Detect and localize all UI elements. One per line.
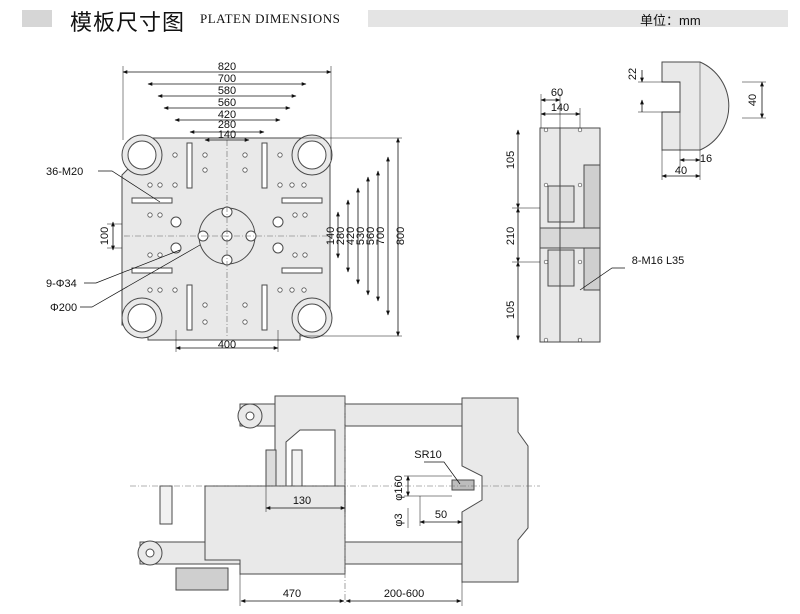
dim-detail-40-v: 40	[747, 94, 759, 106]
dim-v-100: 100	[99, 227, 111, 245]
side-dimension-labels: 60 140 105 210 105 8-M16 L35	[505, 87, 684, 319]
dim-16: 16	[700, 153, 712, 165]
side-dimension-lines	[512, 94, 625, 341]
tapped-holes	[147, 152, 308, 325]
dim-v-530: 530	[355, 227, 367, 245]
callout-phi200: Φ200	[50, 302, 77, 314]
stop-block	[291, 449, 303, 487]
dim-400: 400	[218, 339, 236, 351]
t-slot	[281, 267, 323, 274]
dim-22: 22	[627, 68, 639, 80]
dim-470: 470	[283, 588, 301, 600]
detail-dimension-labels: 22 40 16 40	[627, 68, 759, 177]
dim-420: 420	[218, 109, 236, 121]
tie-bar-hole	[297, 140, 327, 170]
callout-8-m16: 8-M16 L35	[632, 255, 685, 267]
page-header: 模板尺寸图 PLATEN DIMENSIONS 单位：mm	[0, 0, 800, 40]
side-cross	[539, 227, 601, 249]
front-top-dimension-labels: 820 700 580 560 420 280 140 400	[218, 61, 236, 351]
tie-bar-hole	[127, 140, 157, 170]
t-slot	[186, 142, 193, 189]
t-slot	[261, 284, 268, 331]
t-slot	[131, 267, 173, 274]
dim-v-420: 420	[345, 227, 357, 245]
front-callout-leaders	[80, 170, 201, 308]
dim-280: 280	[218, 119, 236, 131]
dim-210: 210	[505, 227, 517, 245]
ejector-hole	[272, 216, 284, 228]
front-top-dimension-lines	[122, 66, 332, 352]
dim-detail-40-h: 40	[675, 165, 687, 177]
dim-60: 60	[551, 87, 563, 99]
dim-phi160: φ160	[393, 475, 405, 501]
dim-140: 140	[218, 129, 236, 141]
dim-820: 820	[218, 61, 236, 73]
dim-sr10: SR10	[414, 449, 442, 461]
side-tapped-holes	[543, 127, 583, 343]
dim-700: 700	[218, 73, 236, 85]
centerlines	[124, 140, 328, 338]
dim-580: 580	[218, 85, 236, 97]
t-slot	[131, 197, 173, 204]
nozzle-tip	[451, 479, 475, 491]
bottom-dimension-labels: SR10 φ160 φ3 50 130 470 200-600	[283, 449, 447, 600]
dim-50: 50	[435, 509, 447, 521]
dim-560: 560	[218, 97, 236, 109]
detail-shape	[661, 61, 730, 151]
dim-105-top: 105	[505, 151, 517, 169]
detail-view	[661, 61, 730, 151]
bottom-dimension-lines	[239, 461, 463, 606]
side-slot	[547, 249, 575, 287]
dim-v-140: 140	[325, 227, 337, 245]
ejector-plate	[159, 485, 173, 525]
dim-200-600: 200-600	[384, 588, 424, 600]
t-slot	[261, 142, 268, 189]
dim-phi3: φ3	[393, 513, 405, 526]
t-slot	[281, 197, 323, 204]
base-foot	[175, 567, 229, 591]
dim-v-560: 560	[365, 227, 377, 245]
header-accent-block	[22, 10, 52, 27]
front-right-dimension-labels: 140 280 420 530 560 700 800 100	[99, 227, 407, 245]
fixed-platen	[461, 397, 529, 583]
dim-130: 130	[293, 495, 311, 507]
dim-v-700: 700	[375, 227, 387, 245]
page-title: 模板尺寸图	[70, 11, 186, 36]
tie-bar-hole	[297, 303, 327, 333]
callout-36-m20: 36-M20	[46, 166, 83, 178]
page-title-english: PLATEN DIMENSIONS	[200, 11, 341, 26]
callout-9-phi34: 9-Φ34	[46, 278, 77, 290]
front-right-dimension-lines	[107, 137, 402, 337]
moving-platen	[274, 395, 346, 487]
dim-side-140: 140	[551, 102, 569, 114]
bottom-section-view	[137, 395, 529, 591]
ejector-hole	[272, 242, 284, 254]
dim-v-280: 280	[335, 227, 347, 245]
detail-dimension-lines	[638, 70, 766, 180]
header-bar	[368, 10, 788, 27]
tie-bar-hole	[127, 303, 157, 333]
side-slot	[547, 185, 575, 223]
t-slot	[186, 284, 193, 331]
side-view-platen	[539, 127, 601, 343]
dim-105-bottom: 105	[505, 301, 517, 319]
stop-block	[265, 449, 277, 487]
ejector-hole	[170, 216, 182, 228]
front-callout-labels: 36-M20 9-Φ34 Φ200	[46, 166, 83, 314]
unit-label: 单位：mm	[640, 13, 701, 28]
dim-v-800: 800	[395, 227, 407, 245]
